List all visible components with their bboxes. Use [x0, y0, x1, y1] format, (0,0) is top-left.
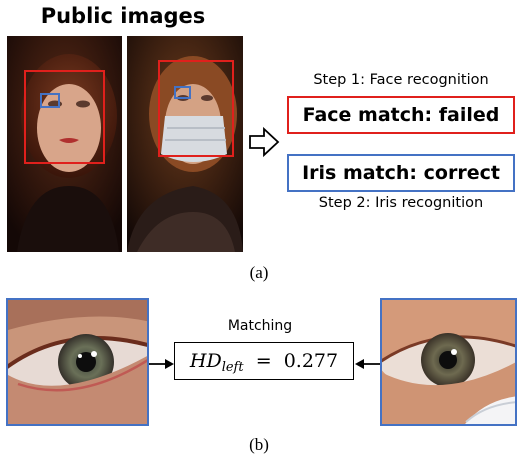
face-detection-box — [158, 60, 234, 157]
iris-match-result: Iris match: correct — [287, 154, 515, 192]
face-detection-box — [24, 70, 105, 164]
filled-arrowhead-icon — [354, 355, 380, 374]
caption-a: (a) — [249, 263, 269, 282]
eye-crop-public — [6, 298, 149, 426]
iris-detection-box — [40, 93, 60, 108]
step1-label: Step 1: Face recognition — [313, 72, 489, 88]
public-images-title: Public images — [40, 4, 206, 28]
hollow-right-arrow-icon — [248, 126, 280, 162]
eye-crop-masked — [380, 298, 517, 426]
filled-arrowhead-icon — [149, 355, 175, 374]
matching-label: Matching — [227, 318, 293, 334]
public-photo-masked — [127, 36, 243, 252]
hd-value: 0.277 — [283, 350, 339, 372]
caption-b: (b) — [249, 435, 269, 454]
iris-detection-box — [174, 86, 191, 99]
hd-subscript: left — [221, 359, 244, 375]
step2-label: Step 2: Iris recognition — [318, 195, 484, 211]
hd-variable: HD — [189, 350, 222, 372]
face-match-result: Face match: failed — [287, 96, 515, 134]
hd-equals: = — [255, 350, 272, 372]
